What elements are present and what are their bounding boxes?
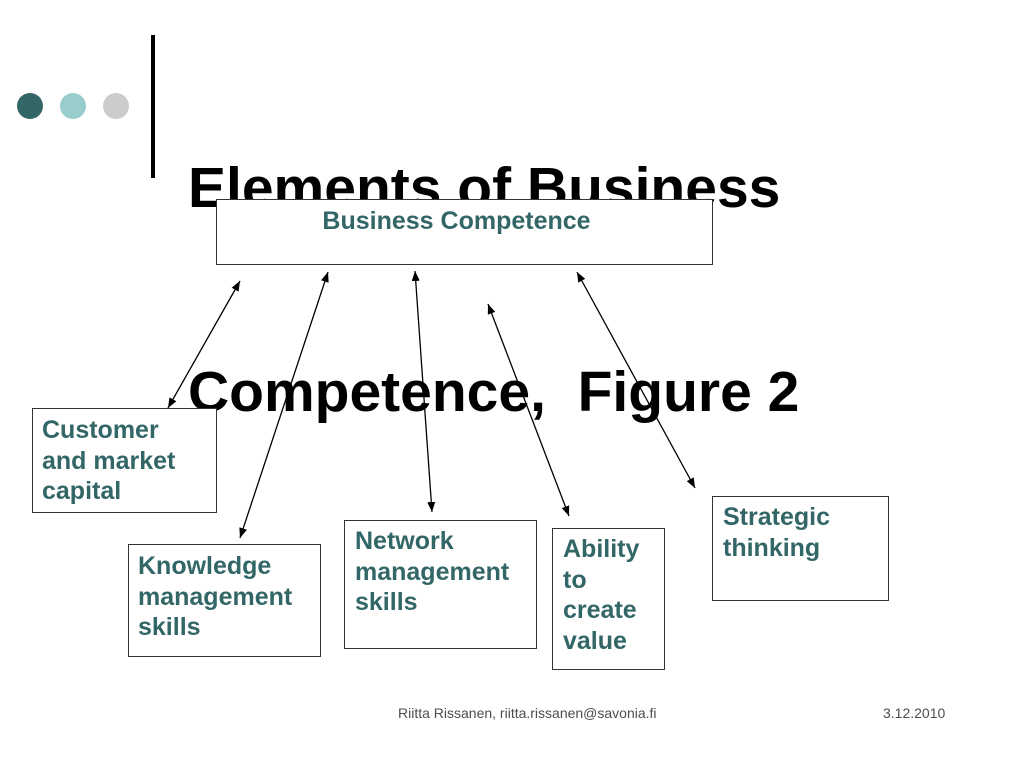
node-label-line: thinking [723,533,821,562]
node-label-line: capital [42,477,122,505]
node-label-line: create [563,596,637,624]
node-label: Customer and market capital [42,415,175,507]
decor-dot-light [60,93,86,119]
node-label-line: and market [42,446,176,475]
node-label-line: to [563,565,587,594]
node-label-line: Network [355,527,454,555]
title-divider [151,35,155,178]
decor-dot-gray [103,93,129,119]
node-label: Ability to create value [563,534,639,656]
node-strategic-thinking: Strategic thinking [712,496,889,601]
node-label-line: management [355,557,510,586]
footer-author: Riitta Rissanen, riitta.rissanen@savonia… [398,705,657,721]
node-label: Knowledge management skills [138,551,292,643]
node-label-line: value [563,626,627,655]
node-label-line: skills [355,588,418,616]
node-label: Network management skills [355,526,509,618]
node-label-line: Strategic [723,503,830,531]
node-customer-market-capital: Customer and market capital [32,408,217,513]
node-label: Strategic thinking [723,502,830,563]
node-label-line: Ability [563,535,640,563]
node-label-line: skills [138,613,201,641]
footer-date: 3.12.2010 [883,705,946,721]
decor-dot-dark [17,93,43,119]
slide-title: Elements of Business Competence, Figure … [188,18,799,562]
node-label-line: Knowledge [138,552,272,580]
slide-title-line: Competence, Figure 2 [188,360,800,424]
node-business-competence: Business Competence [216,199,713,265]
node-network-management-skills: Network management skills [344,520,537,649]
node-label: Business Competence [322,207,591,235]
node-label-line: management [138,582,293,611]
node-knowledge-management-skills: Knowledge management skills [128,544,321,657]
node-label-line: Customer [42,416,159,444]
node-ability-to-create-value: Ability to create value [552,528,665,670]
